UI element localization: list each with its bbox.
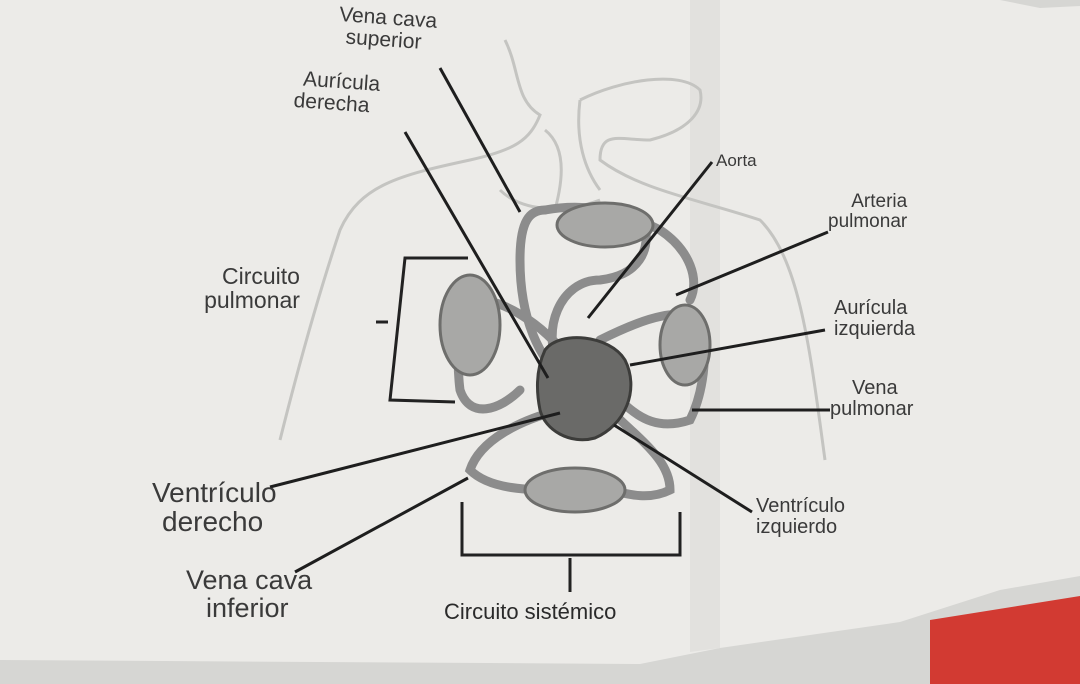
label-vena-cava-superior: Vena cava superior — [338, 3, 438, 54]
capillary-bed-lower — [523, 466, 627, 514]
leader-lines — [269, 67, 830, 574]
red-corner-object — [930, 596, 1080, 684]
bracket-systemic — [460, 502, 682, 592]
label-vena-pulmonar: Vena pulmonar — [830, 377, 914, 420]
label-auricula-izquierda: Aurícula izquierda — [834, 297, 916, 340]
capillary-bed-lung-left — [438, 273, 502, 377]
body-outline-back — [579, 77, 827, 461]
capillary-bed-upper — [555, 201, 655, 249]
capillary-bed-lung-right — [658, 303, 712, 387]
label-circuito-sistemico: Circuito sistémico — [444, 599, 617, 624]
label-aorta: Aorta — [716, 151, 757, 170]
label-vena-cava-inferior: Vena cava inferior — [186, 565, 313, 624]
label-arteria-pulmonar: Arteria pulmonar — [828, 191, 908, 232]
heart — [536, 336, 633, 442]
label-auricula-derecha: Aurícula derecha — [292, 67, 381, 118]
label-ventriculo-izquierdo: Ventrículo izquierdo — [756, 495, 845, 538]
bracket-pulmonary — [376, 256, 468, 404]
label-ventriculo-derecho: Ventrículo derecho — [152, 477, 277, 538]
label-circuito-pulmonar: Circuito pulmonar — [204, 263, 300, 314]
